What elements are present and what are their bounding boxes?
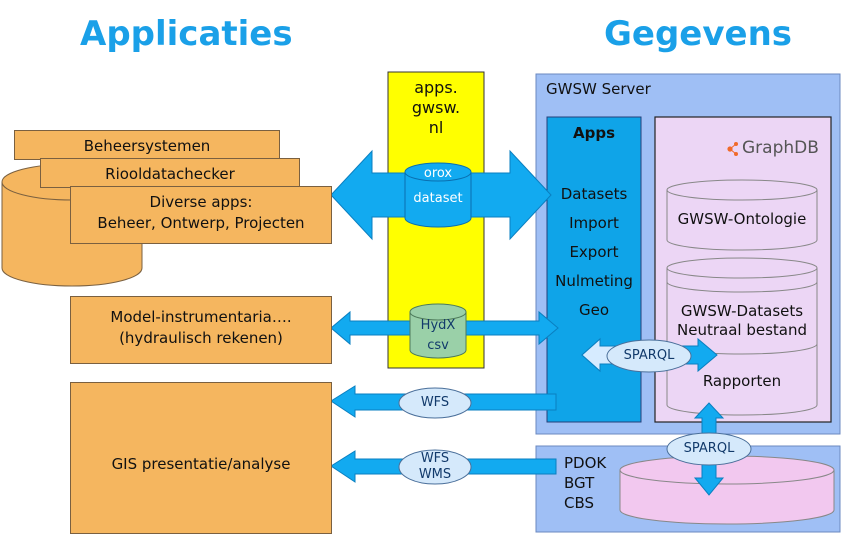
hydx-label: HydX: [420, 318, 456, 333]
label-gis: GIS presentatie/analyse: [111, 455, 291, 473]
dataset-label: dataset: [413, 191, 463, 206]
sparql-ellipse-server: [606, 339, 692, 373]
label-diverse-apps: Diverse apps:: [149, 193, 253, 211]
wfs-wms-label: WFS WMS: [399, 451, 471, 483]
external-cylinder: [619, 455, 835, 525]
box-riooldatachecker: Riooldatachecker: [40, 158, 300, 188]
datasets-cylinder: [666, 257, 818, 416]
wfs-ellipse: [398, 387, 472, 419]
server-title: GWSW Server: [546, 80, 651, 98]
apps-item-import: Import: [569, 214, 619, 232]
apps-gwsw-title-2: gwsw.: [411, 98, 461, 117]
applicaties-heading: Applicaties: [80, 14, 293, 54]
external-sources-list: PDOK BGT CBS: [564, 453, 606, 513]
wfs-label: WFS: [420, 395, 450, 410]
apps-gwsw-title-1: apps.: [414, 78, 458, 97]
ontology-cylinder: [666, 179, 818, 251]
label-model-2: (hydraulisch rekenen): [119, 329, 283, 347]
graphdb-logo-icon: [727, 142, 738, 156]
box-diverse-apps: Diverse apps: Beheer, Ontwerp, Projecten: [70, 186, 332, 244]
box-model-instrumentaria: Model-instrumentaria…. (hydraulisch reke…: [70, 296, 332, 364]
apps-item-nulmeting: Nulmeting: [555, 272, 633, 290]
datasets-label-2: Neutraal bestand: [677, 321, 807, 339]
apps-item-datasets: Datasets: [560, 185, 628, 203]
apps-item-geo: Geo: [578, 301, 610, 319]
sparql-label-external: SPARQL: [683, 441, 735, 456]
source-bgt: BGT: [564, 474, 595, 492]
apps-panel: [546, 116, 642, 423]
orox-cylinder: [404, 162, 472, 228]
apps-gwsw-title-3: nl: [428, 118, 444, 137]
box-gis: GIS presentatie/analyse: [70, 382, 332, 534]
apps-gwsw-title: apps. gwsw. nl: [388, 78, 484, 138]
datasets-label-1: GWSW-Datasets: [680, 302, 804, 320]
rapporten-label: Rapporten: [702, 372, 782, 390]
wfs-wms-ellipse: [398, 449, 472, 485]
csv-label: csv: [427, 338, 449, 353]
datasets-label: GWSW-Datasets Neutraal bestand: [667, 302, 817, 340]
sparql-label-server: SPARQL: [623, 348, 675, 363]
label-diverse-apps-sub: Beheer, Ontwerp, Projecten: [97, 214, 305, 232]
hydx-cylinder: [409, 303, 467, 359]
label-model-1: Model-instrumentaria….: [110, 308, 292, 326]
sparql-ellipse-external: [666, 432, 752, 466]
gegevens-heading: Gegevens: [604, 14, 793, 54]
wfs-wms-label-2: WMS: [418, 467, 452, 482]
graphdb-label: GraphDB: [742, 138, 819, 158]
apps-item-export: Export: [569, 243, 619, 261]
apps-panel-title: Apps: [572, 124, 615, 142]
apps-list: Datasets Import Export Nulmeting Geo: [547, 180, 641, 325]
source-cbs: CBS: [564, 494, 595, 512]
wfs-wms-label-1: WFS: [420, 451, 450, 466]
orox-label: orox: [423, 166, 453, 181]
label-riooldatachecker: Riooldatachecker: [105, 165, 235, 183]
box-beheersystemen: Beheersystemen: [14, 130, 280, 160]
source-pdok: PDOK: [564, 454, 607, 472]
label-beheersystemen: Beheersystemen: [83, 137, 211, 155]
ontology-label: GWSW-Ontologie: [677, 210, 807, 228]
